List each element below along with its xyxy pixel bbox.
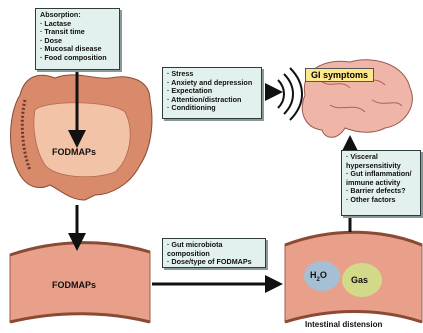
absorption-list: Lactase Transit time Dose Mucosal diseas… [40, 20, 115, 63]
microbiota-item: Dose/type of FODMAPs [167, 258, 261, 267]
visceral-item: Visceral hypersensitivity [346, 153, 416, 170]
signal-waves [278, 68, 302, 120]
microbiota-list: Gut microbiota composition Dose/type of … [167, 241, 261, 267]
visceral-item: Gut inflammation/ immune activity [346, 170, 416, 187]
psych-list: Stress Anxiety and depression Expectatio… [167, 70, 257, 113]
microbiota-box: Gut microbiota composition Dose/type of … [162, 238, 266, 268]
visceral-factors-box: Visceral hypersensitivity Gut inflammati… [341, 150, 421, 216]
h2o-o: O [320, 270, 327, 280]
absorption-item: Food composition [40, 54, 115, 63]
psych-item: Conditioning [167, 104, 257, 113]
intestinal-distension-caption: Intestinal distension [305, 320, 382, 329]
microbiota-item: Gut microbiota composition [167, 241, 261, 258]
colon-fodmaps-label: FODMAPs [52, 147, 96, 157]
absorption-box: Absorption: Lactase Transit time Dose Mu… [35, 8, 120, 70]
h2o-label: H2O [310, 270, 327, 283]
colon-illustration [11, 75, 152, 200]
visceral-list: Visceral hypersensitivity Gut inflammati… [346, 153, 416, 205]
gi-symptoms-label: GI symptoms [305, 68, 374, 82]
intestine-fodmaps-label: FODMAPs [52, 280, 96, 290]
psychological-factors-box: Stress Anxiety and depression Expectatio… [162, 67, 262, 119]
visceral-item: Other factors [346, 196, 416, 205]
gas-label: Gas [351, 275, 368, 285]
